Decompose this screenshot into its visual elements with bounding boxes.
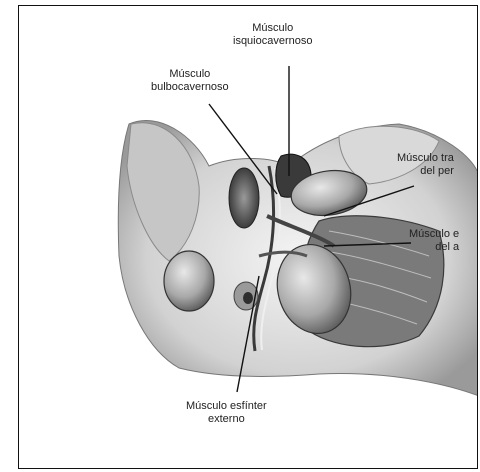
label-transverso: Músculo tra del per bbox=[397, 152, 454, 178]
label-elevador: Músculo e del a bbox=[409, 228, 459, 254]
illustration-frame: Músculo isquiocavernoso Músculo bulbocav… bbox=[18, 5, 478, 469]
label-bulbocavernoso: Músculo bulbocavernoso bbox=[151, 68, 229, 94]
label-bulbocavernoso-line1: Músculo bbox=[151, 68, 229, 81]
anal-center bbox=[243, 292, 253, 304]
label-bulbocavernoso-line2: bulbocavernoso bbox=[151, 81, 229, 94]
label-esfinter-line1: Músculo esfínter bbox=[186, 400, 267, 413]
left-bulge bbox=[164, 251, 214, 311]
label-transverso-line2: del per bbox=[397, 165, 454, 178]
label-isquiocavernoso-line2: isquiocavernoso bbox=[233, 35, 313, 48]
label-elevador-line2: del a bbox=[409, 241, 459, 254]
label-isquiocavernoso: Músculo isquiocavernoso bbox=[233, 22, 313, 48]
left-recess bbox=[229, 168, 259, 228]
label-esfinter-line2: externo bbox=[186, 413, 267, 426]
label-esfinter: Músculo esfínter externo bbox=[186, 400, 267, 426]
label-elevador-line1: Músculo e bbox=[409, 228, 459, 241]
label-transverso-line1: Músculo tra bbox=[397, 152, 454, 165]
label-isquiocavernoso-line1: Músculo bbox=[233, 22, 313, 35]
